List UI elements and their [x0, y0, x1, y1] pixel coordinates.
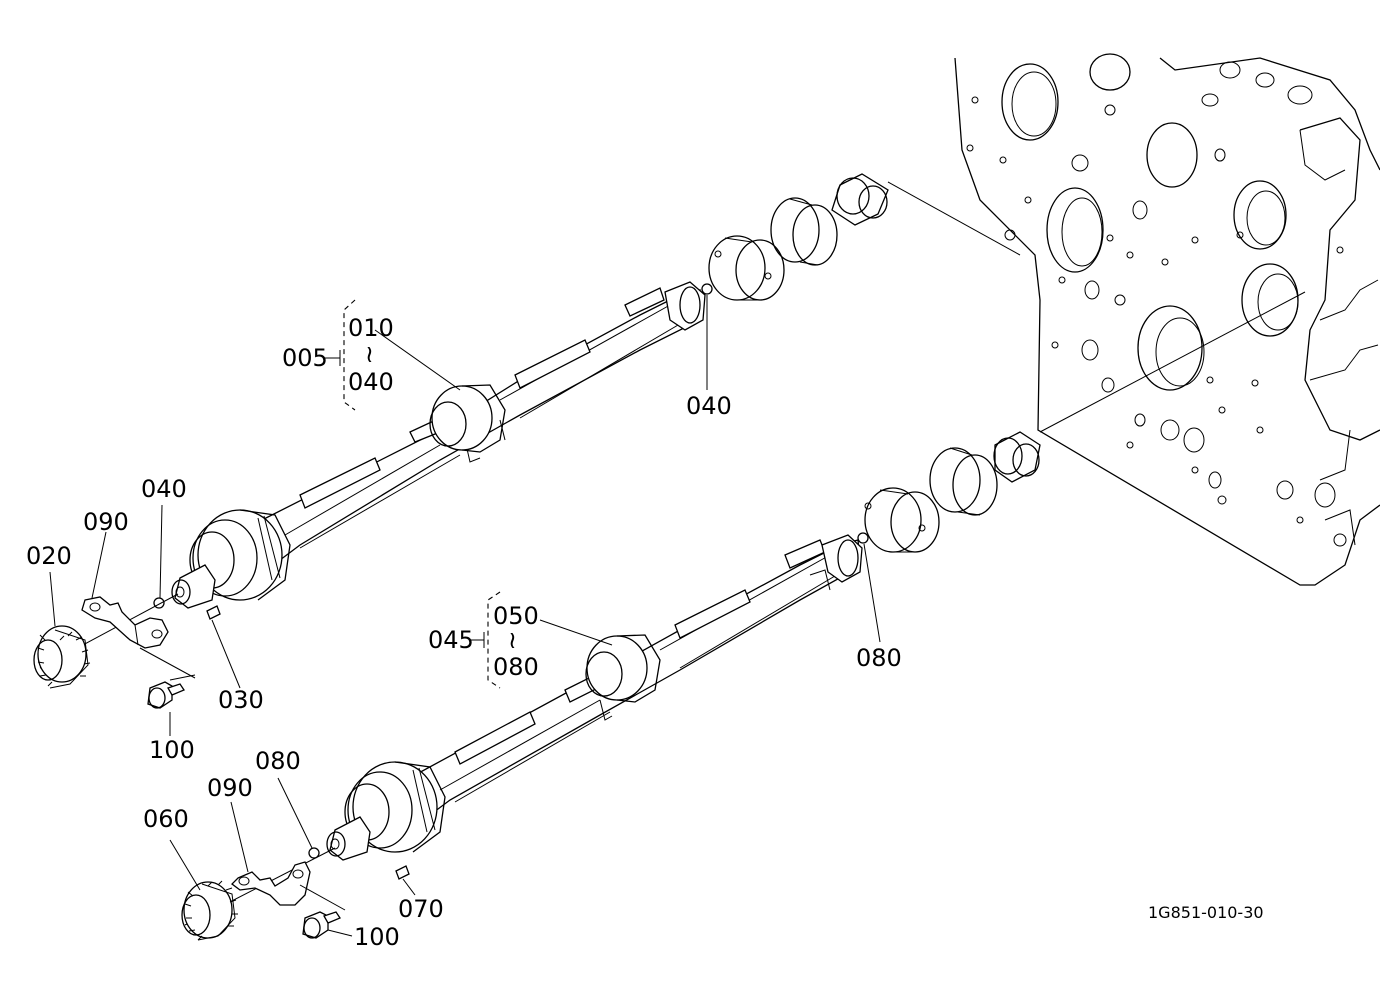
ball-040-upper-left — [153, 597, 165, 609]
lower-bushings — [857, 431, 1041, 553]
part-labels: 005 010 ≀ 040 040 040 090 020 030 100 04… — [26, 314, 1264, 951]
label-080-range-lower: 080 — [493, 653, 539, 681]
label-020: 020 — [26, 542, 72, 570]
label-050: 050 — [493, 602, 539, 630]
upper-camshaft — [171, 281, 706, 620]
upper-bushings — [701, 173, 889, 301]
label-040-ball-left: 040 — [141, 475, 187, 503]
bolt-100-lower — [299, 884, 346, 939]
key-070 — [395, 865, 410, 880]
label-005: 005 — [282, 344, 328, 372]
leader-lines — [49, 295, 881, 937]
label-040-range-upper: 040 — [348, 368, 394, 396]
label-060: 060 — [143, 805, 189, 833]
label-090-upper: 090 — [83, 508, 129, 536]
gear-020 — [33, 625, 91, 689]
label-080-ball-left: 080 — [255, 747, 301, 775]
label-range-symbol-lower: ≀ — [508, 626, 517, 654]
gear-060 — [181, 880, 238, 941]
label-045: 045 — [428, 626, 474, 654]
ball-080-lower-right — [857, 532, 869, 544]
label-070: 070 — [398, 895, 444, 923]
engine-block — [954, 53, 1380, 586]
figure-code: 1G851-010-30 — [1148, 903, 1264, 922]
label-030: 030 — [218, 686, 264, 714]
label-range-symbol-upper: ≀ — [365, 340, 374, 368]
plate-090-upper — [81, 596, 169, 649]
label-040-ball-right: 040 — [686, 392, 732, 420]
label-080-ball-right: 080 — [856, 644, 902, 672]
label-100-lower: 100 — [354, 923, 400, 951]
bolt-100-upper — [139, 647, 196, 709]
label-010: 010 — [348, 314, 394, 342]
upper-front-parts — [33, 593, 196, 709]
key-030 — [206, 605, 221, 620]
plate-090-lower — [231, 861, 311, 906]
label-090-lower: 090 — [207, 774, 253, 802]
lower-front-parts — [181, 847, 346, 941]
ball-080-lower-left — [308, 847, 320, 859]
lower-camshaft — [326, 534, 863, 880]
label-100-upper: 100 — [149, 736, 195, 764]
assembly-center-lines — [887, 181, 1306, 433]
ball-040-upper-right — [701, 283, 713, 295]
